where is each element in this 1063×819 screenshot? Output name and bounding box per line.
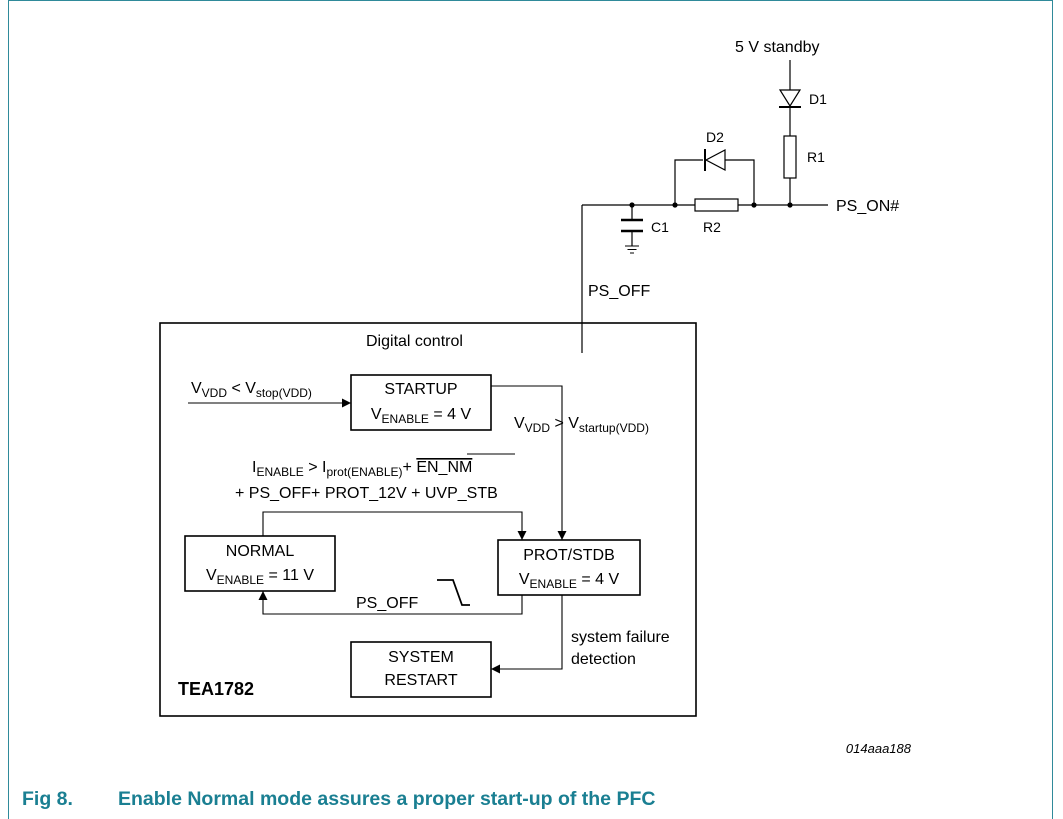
supply-label: 5 V standby	[735, 39, 820, 56]
stop-condition: VVDD < Vstop(VDD)	[191, 380, 312, 400]
junction-dots	[629, 202, 793, 208]
figure-number: Fig 8.	[22, 788, 73, 810]
block-title: Digital control	[366, 333, 463, 350]
r2-resistor	[694, 198, 739, 212]
startup-state	[350, 374, 492, 431]
r2-label: R2	[703, 219, 721, 235]
d1-label: D1	[809, 91, 827, 107]
d2-label: D2	[706, 129, 724, 145]
figure-frame	[8, 0, 1053, 819]
figure-reference: 014aaa188	[846, 741, 912, 756]
ps-off-edge-label: PS_OFF	[356, 595, 418, 612]
restart-line2: RESTART	[384, 672, 457, 689]
failure-label-line1: system failure	[571, 629, 670, 646]
d2-right-wire	[725, 159, 755, 205]
protection-condition-line2: + PS_OFF+ PROT_12V + UVP_STB	[235, 485, 498, 502]
startup-name: STARTUP	[384, 381, 457, 398]
failure-label-line2: detection	[571, 651, 636, 668]
prot-venable: VENABLE = 4 V	[519, 571, 620, 591]
d2-left-wire	[674, 159, 703, 205]
c1-label: C1	[651, 219, 669, 235]
ps-off-label: PS_OFF	[588, 283, 650, 300]
c1-capacitor-icon	[621, 218, 643, 233]
ps-on-label: PS_ON#	[836, 198, 899, 215]
normal-state	[184, 535, 336, 592]
r1-resistor	[783, 135, 797, 179]
prot-stdb-state	[497, 539, 641, 596]
figure-caption-text: Enable Normal mode assures a proper star…	[118, 788, 656, 810]
d2-diode-icon	[704, 149, 726, 171]
startup-condition: VVDD > Vstartup(VDD)	[514, 415, 649, 435]
prot-to-normal-arrow	[258, 591, 523, 615]
chip-label: TEA1782	[178, 679, 254, 699]
protection-condition-line1: IENABLE > Iprot(ENABLE)+ EN_NM	[252, 459, 472, 479]
falling-edge-icon	[437, 579, 470, 606]
startup-to-prot-arrow	[491, 385, 567, 540]
prot-name: PROT/STDB	[523, 547, 615, 564]
system-restart-state	[350, 641, 492, 698]
normal-to-prot-arrow	[262, 511, 527, 540]
prot-to-restart-arrow	[491, 595, 563, 674]
startup-venable: VENABLE = 4 V	[371, 406, 472, 426]
restart-line1: SYSTEM	[388, 649, 454, 666]
d1-diode-icon	[778, 89, 802, 108]
r1-label: R1	[807, 149, 825, 165]
digital-control-block	[159, 322, 697, 717]
ground-icon	[625, 245, 639, 254]
normal-venable: VENABLE = 11 V	[206, 567, 314, 587]
figure-caption: Fig 8. Enable Normal mode assures a prope…	[22, 788, 655, 811]
normal-name: NORMAL	[226, 543, 295, 560]
